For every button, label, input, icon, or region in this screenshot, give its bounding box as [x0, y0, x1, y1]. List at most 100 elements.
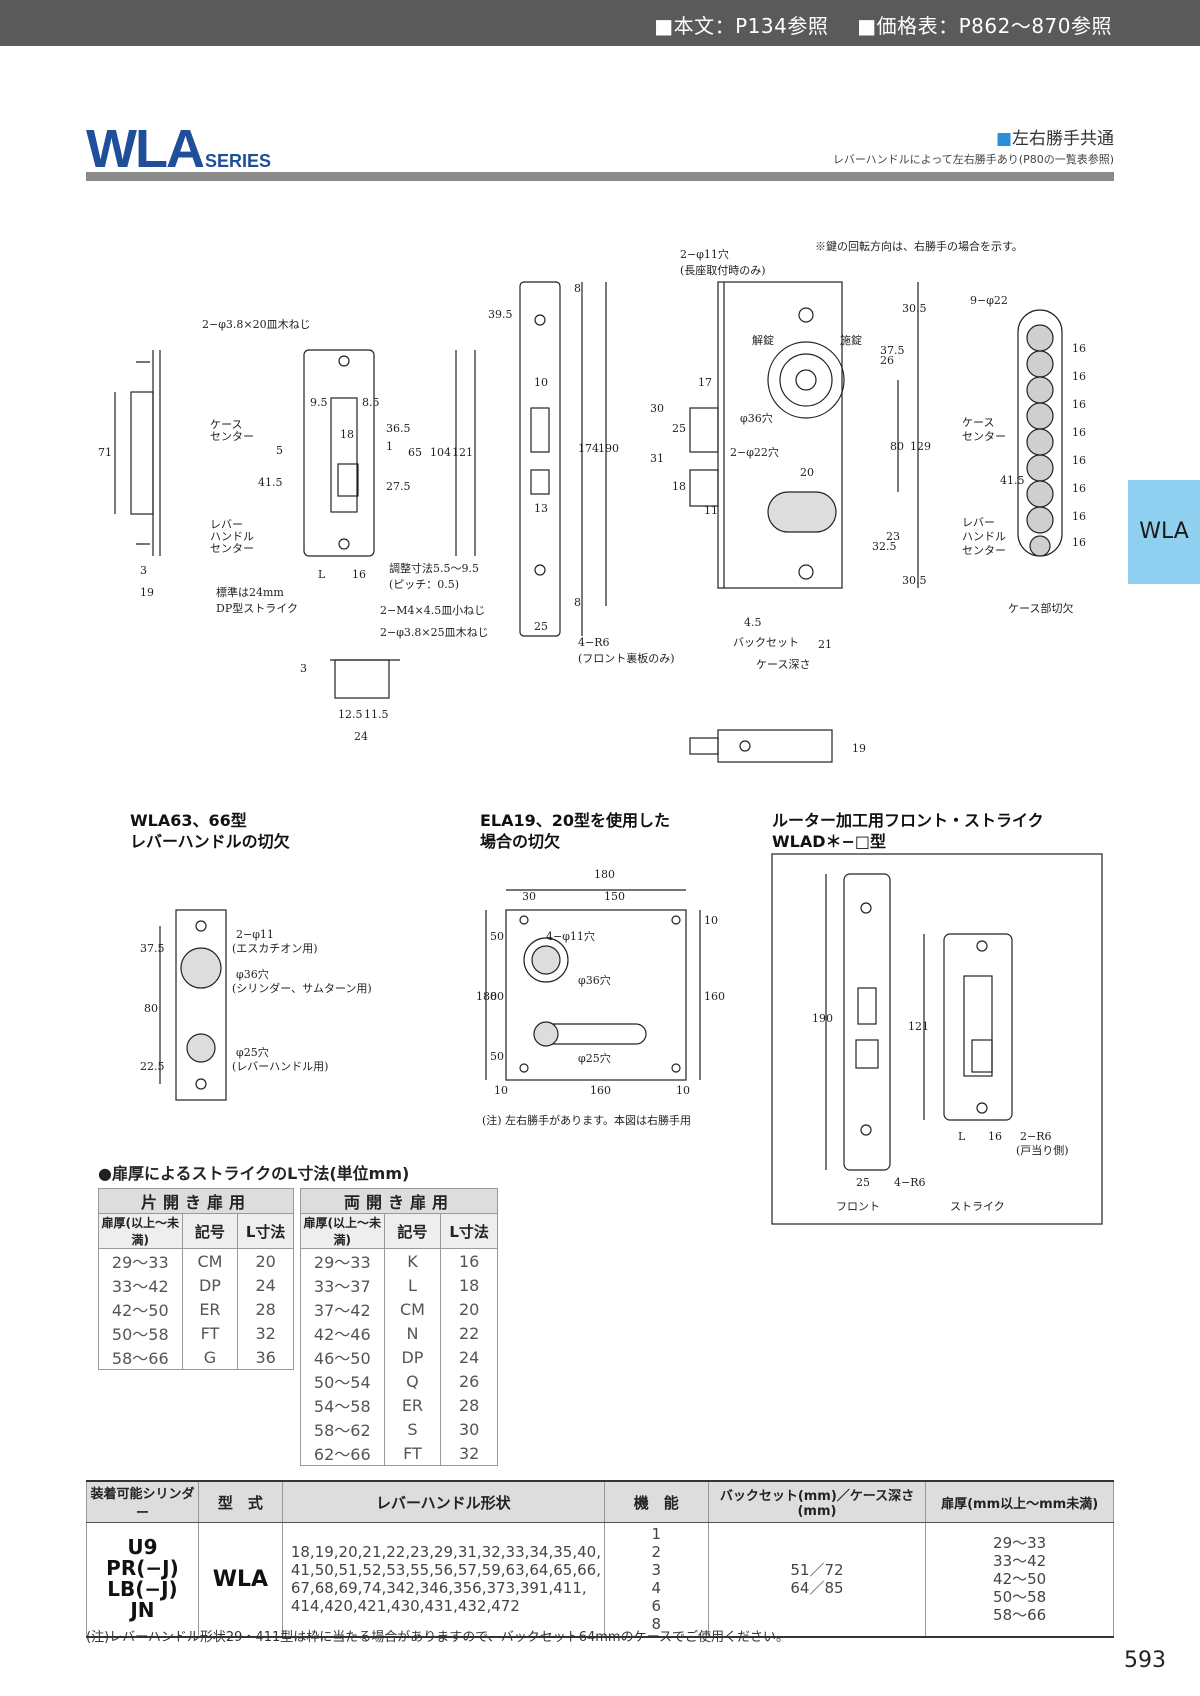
ref-price-table[interactable]: ■価格表：P862～870参照	[857, 14, 1112, 38]
dim-16: 16	[352, 568, 366, 581]
title-rule	[86, 172, 1114, 181]
cell: 33〜42	[98, 1273, 183, 1297]
dim-12-5: 12.5	[338, 708, 363, 721]
dim-10: 10	[534, 376, 548, 389]
ela19-d50-bottom: 50	[490, 1050, 504, 1063]
function-value: 8	[651, 1615, 662, 1634]
label-hole11-note: (長座取付時のみ)	[680, 263, 766, 277]
cell: CM	[181, 1248, 239, 1273]
side-tab[interactable]: WLA	[1128, 480, 1200, 584]
strike-plan-view	[334, 659, 390, 699]
cell: DP	[181, 1273, 239, 1297]
label-adjust: 調整寸法5.5～9.5	[389, 561, 479, 575]
dim-26: 26	[880, 354, 894, 367]
label-r6: 4−R6	[578, 636, 610, 649]
label-lever-center-3: センター	[210, 542, 254, 555]
cylinder-jn: JN	[130, 1598, 155, 1623]
handed-info: ■左右勝手共通 レバーハンドルによって左右勝手あり(P80の一覧表参照)	[833, 124, 1114, 167]
caption-router-line1: ルーター加工用フロント・ストライク	[772, 811, 1044, 830]
lever-hole	[767, 491, 837, 533]
router-strike-label: ストライク	[950, 1200, 1005, 1213]
ela19-d50-top: 50	[490, 930, 504, 943]
dim-30-5-bottom: 30.5	[902, 574, 927, 587]
cell: Q	[383, 1369, 442, 1393]
wla63-hole25	[186, 1033, 216, 1063]
router-d121: 121	[908, 1020, 929, 1033]
caption-ela19-line1: ELA19、20型を使用した	[480, 811, 671, 830]
cell: 20	[440, 1297, 498, 1321]
cell: L	[383, 1273, 442, 1297]
dim-1: 1	[386, 440, 393, 453]
ela19-d160: 160	[590, 1084, 611, 1097]
ref-body-text[interactable]: ■本文：P134参照	[654, 14, 829, 38]
function-value: 3	[651, 1561, 662, 1580]
lever-shapes-line: 67,68,69,74,342,346,356,373,391,411,	[290, 1579, 587, 1598]
router-d25: 25	[856, 1176, 870, 1189]
cell: 50〜58	[98, 1321, 183, 1345]
cell: FT	[181, 1321, 239, 1345]
handed-label: 左右勝手共通	[1012, 129, 1114, 149]
dim-174: 174	[578, 442, 599, 455]
router-d16: 16	[988, 1130, 1002, 1143]
dim-25: 25	[534, 620, 548, 633]
cell: ER	[181, 1297, 239, 1321]
label-lock: 施錠	[840, 333, 862, 347]
cell: DP	[383, 1345, 442, 1369]
dim-16-b: 16	[1072, 370, 1086, 383]
ela19-hole36	[523, 937, 569, 983]
footnote: (注)レバーハンドル形状29・411型は枠に当たる場合がありますので、バックセッ…	[86, 1630, 789, 1645]
cell: 24	[440, 1345, 498, 1369]
spec-col-lever: レバーハンドル形状	[281, 1480, 605, 1523]
rotation-note: ※鍵の回転方向は、右勝手の場合を示す。	[815, 239, 1023, 253]
dim-41-5: 41.5	[258, 476, 283, 489]
dim-16-h: 16	[1072, 536, 1086, 549]
backset-value: 64／85	[790, 1579, 844, 1598]
ela19-d180: 180	[594, 868, 615, 881]
label-r6-note: (フロント裏板のみ)	[578, 651, 675, 665]
dim-20: 20	[800, 466, 814, 479]
caption-wla63: WLA63、66型 レバーハンドルの切欠	[130, 810, 290, 852]
strike-table-title: ●扉厚によるストライクのL寸法(単位mm)	[98, 1164, 410, 1183]
dim-16-d: 16	[1072, 426, 1086, 439]
cell: 28	[440, 1393, 498, 1417]
cell: G	[181, 1345, 239, 1370]
dim-16-a: 16	[1072, 342, 1086, 355]
router-front	[843, 873, 891, 1171]
cell: 46〜50	[300, 1345, 385, 1369]
label-pitch: (ピッチ：0.5)	[389, 578, 459, 591]
dim-13: 13	[534, 502, 548, 515]
spec-table: 装着可能シリンダー 型 式 レバーハンドル形状 機 能 バックセット(mm)／ケ…	[86, 1480, 1114, 1638]
cell: 32	[440, 1441, 498, 1466]
label-m4: 2−M4×4.5皿小ねじ	[380, 604, 485, 617]
caption-router-line2: WLAD＊−□型	[772, 832, 887, 851]
lever-shapes-line: 414,420,421,430,431,432,472	[290, 1597, 520, 1616]
cell: 42〜50	[98, 1297, 183, 1321]
dim-71: 71	[98, 446, 112, 459]
dim-39-5: 39.5	[488, 308, 513, 321]
cell: 32	[237, 1321, 294, 1345]
cell: 58〜66	[98, 1345, 183, 1370]
thickness-value: 42〜50	[993, 1570, 1047, 1589]
single-col-code: 記号	[181, 1213, 239, 1249]
wla63-h25-note: (レバーハンドル用)	[232, 1060, 328, 1073]
double-col-code: 記号	[383, 1213, 442, 1249]
label-lever-center-2: ハンドル	[210, 530, 254, 543]
thickness-value: 33〜42	[993, 1552, 1047, 1571]
label-lever-center: レバー	[210, 518, 243, 531]
label-lever-center-right-2: ハンドル	[962, 530, 1006, 543]
front-plate	[519, 281, 561, 637]
ela19-h25: φ25穴	[578, 1051, 611, 1065]
dim-21: 21	[818, 638, 832, 651]
cell: 58〜62	[300, 1417, 385, 1441]
series-suffix: SERIES	[204, 151, 271, 171]
ela19-d150: 150	[604, 890, 625, 903]
cylinder-lb: LB(−J)	[107, 1577, 178, 1602]
function-value: 6	[651, 1597, 662, 1616]
dim-129: 129	[910, 440, 931, 453]
double-col-l: L寸法	[440, 1213, 498, 1249]
wla63-d37-5: 37.5	[140, 942, 165, 955]
